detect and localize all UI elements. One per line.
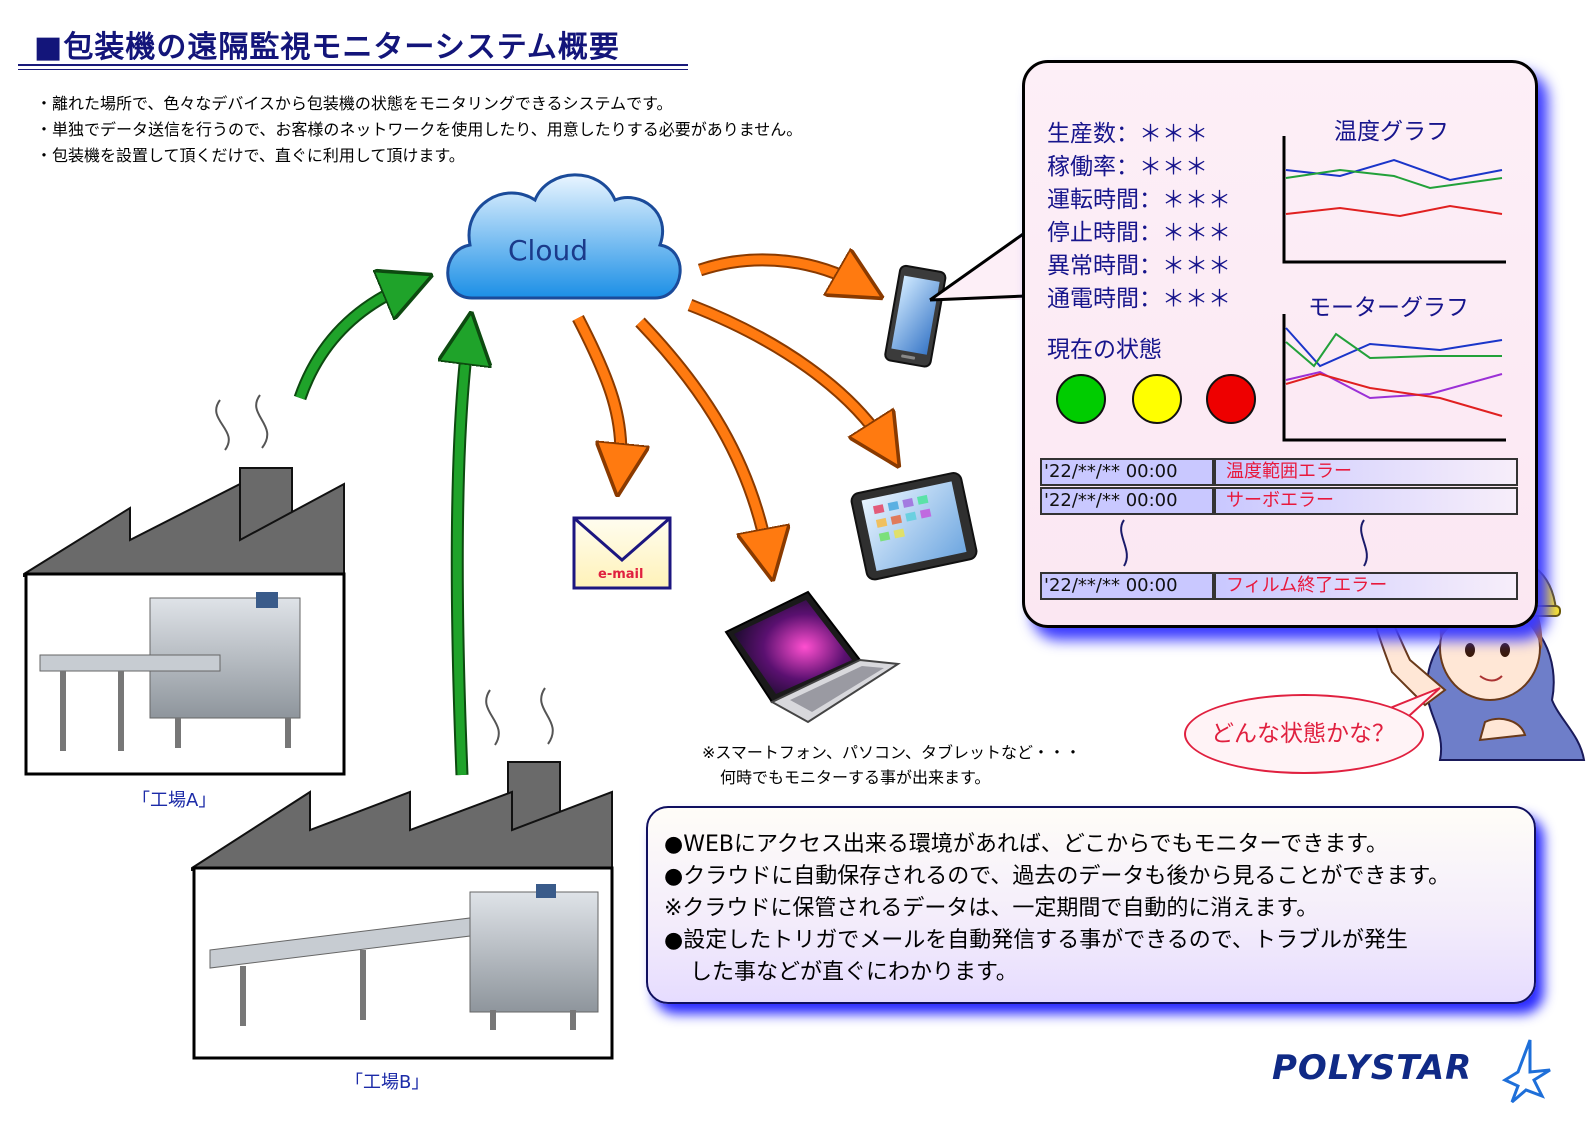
temperature-graph-title: 温度グラフ <box>1334 119 1449 145</box>
device-note: ※スマートフォン、パソコン、タブレットなど・・・ <box>702 743 1082 762</box>
factory-b <box>191 687 614 1060</box>
title-underline <box>18 64 688 66</box>
speech-text: どんな状態かな？ <box>1211 721 1395 747</box>
stat-operation-rate: 稼働率：＊＊＊ <box>1047 154 1208 180</box>
device-note: 何時でもモニターする事が出来ます。 <box>720 768 991 787</box>
smartphone-icon <box>884 264 947 368</box>
email-label: e-mail <box>598 567 644 582</box>
log-continuation-marks <box>1120 519 1368 567</box>
intro-line: ・離れた場所で、色々なデバイスから包装機の状態をモニタリングできるシステムです。 <box>36 94 673 113</box>
log-message: フィルム終了エラー <box>1214 572 1518 600</box>
motor-graph-title: モーターグラフ <box>1308 295 1469 321</box>
monitor-panel <box>1022 60 1538 628</box>
stat-power-time: 通電時間：＊＊＊ <box>1047 286 1231 312</box>
upload-arrow-a <box>293 285 408 401</box>
title-underline-thin <box>18 69 688 70</box>
factory-b-label: 「工場B」 <box>345 1072 430 1093</box>
intro-line: ・包装機を設置して頂くだけで、直ぐに利用して頂けます。 <box>36 146 465 165</box>
log-date: '22/**/** 00:00 <box>1040 487 1214 515</box>
info-line: ●設定したトリガでメールを自動発信する事ができるので、トラブルが発生 <box>664 928 1408 953</box>
temperature-graph <box>1282 136 1506 264</box>
status-label: 現在の状態 <box>1047 337 1162 363</box>
laptop-icon <box>724 590 901 724</box>
download-arrow-laptop <box>635 317 768 555</box>
stat-error-time: 異常時間：＊＊＊ <box>1047 253 1231 279</box>
log-message: サーボエラー <box>1214 487 1518 515</box>
stat-run-time: 運転時間：＊＊＊ <box>1047 187 1231 213</box>
info-line: した事などが直ぐにわかります。 <box>690 960 1018 985</box>
polystar-logo-mark <box>1501 1039 1551 1104</box>
factory-a <box>23 394 346 776</box>
info-line: ●WEBにアクセス出来る環境があれば、どこからでもモニターできます。 <box>664 832 1389 857</box>
upload-arrow-b <box>457 338 468 776</box>
info-line: ※クラウドに保管されるデータは、一定期間で自動的に消えます。 <box>664 896 1319 921</box>
download-arrow-tablet <box>687 298 885 445</box>
download-arrow-phone <box>697 260 860 285</box>
factory-a-label: 「工場A」 <box>132 790 217 811</box>
log-message: 温度範囲エラー <box>1214 458 1518 486</box>
status-lamp-green <box>1056 374 1106 424</box>
motor-graph <box>1282 314 1506 442</box>
email-icon <box>572 516 672 590</box>
info-line: ●クラウドに自動保存されるので、過去のデータも後から見ることができます。 <box>664 864 1451 889</box>
stat-stop-time: 停止時間：＊＊＊ <box>1047 220 1231 246</box>
speech-bubble <box>1184 694 1424 774</box>
page-title: ■包装機の遠隔監視モニターシステム概要 <box>34 30 620 65</box>
tablet-icon <box>850 472 978 581</box>
download-arrow-email <box>572 315 621 470</box>
log-date: '22/**/** 00:00 <box>1040 572 1214 600</box>
stat-production: 生産数：＊＊＊ <box>1047 121 1208 147</box>
cloud-icon <box>446 173 682 300</box>
intro-line: ・単独でデータ送信を行うので、お客様のネットワークを使用したり、用意したりする必… <box>36 120 803 139</box>
panel-pointer <box>929 230 1030 302</box>
mini-graphs <box>1282 136 1506 442</box>
polystar-logo-text: POLYSTAR <box>1272 1048 1473 1088</box>
info-box <box>646 806 1536 1004</box>
log-date: '22/**/** 00:00 <box>1040 458 1214 486</box>
status-lamp-yellow <box>1132 374 1182 424</box>
cloud-label: Cloud <box>508 234 588 267</box>
status-lamp-red <box>1206 374 1256 424</box>
